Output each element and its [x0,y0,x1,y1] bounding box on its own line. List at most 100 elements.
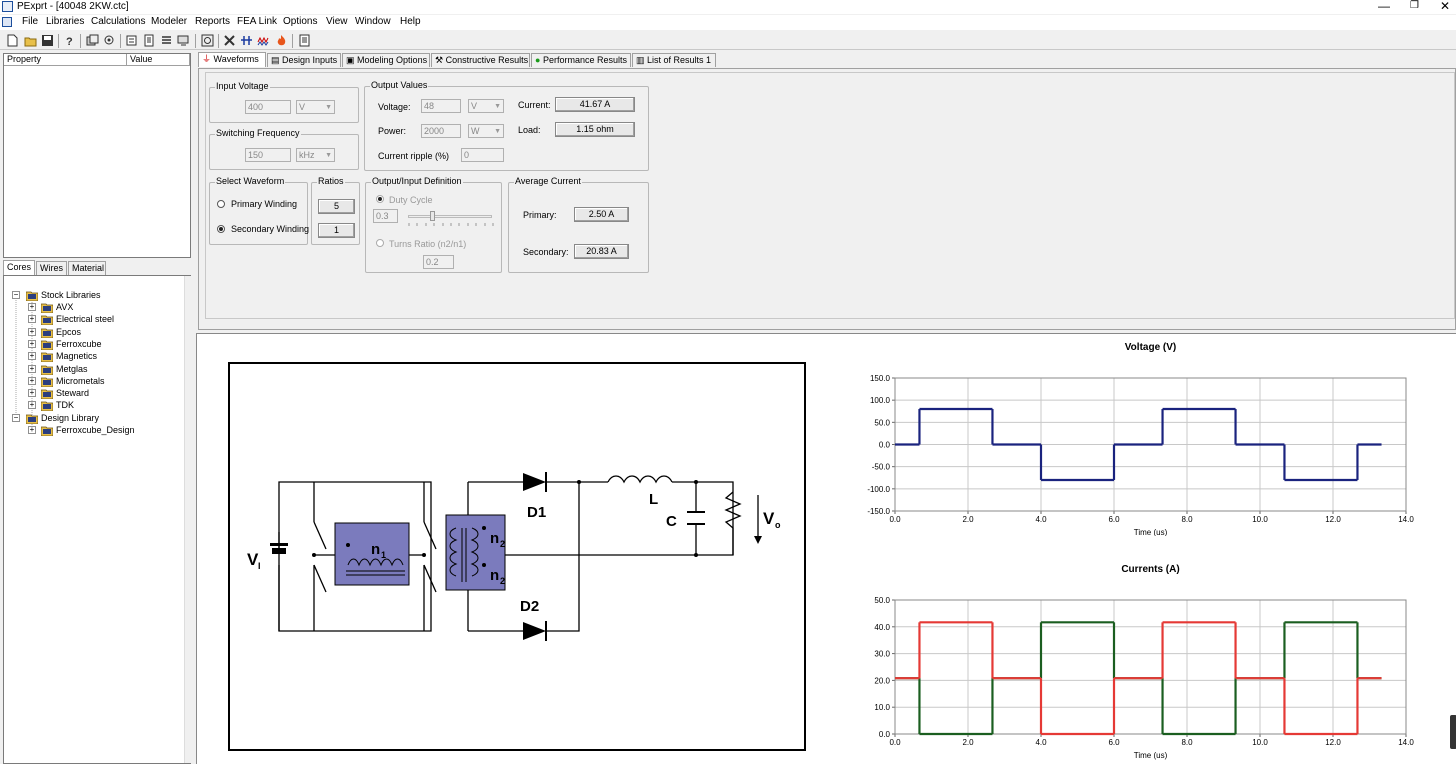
menu-libraries[interactable]: Libraries [46,16,85,27]
new-file-icon[interactable] [6,34,19,47]
tree-node-design-item[interactable]: Ferroxcube_Design [56,425,135,435]
modeler-icon[interactable] [201,34,214,47]
waveform-blue-icon[interactable] [240,34,253,47]
primary-current-value[interactable]: 2.50 A [574,207,629,222]
monitor-icon[interactable] [177,34,190,47]
tab-design-inputs[interactable]: ▤ Design Inputs [267,53,341,67]
tree-expander[interactable]: + [28,338,36,348]
tree-expander[interactable]: + [28,314,36,324]
menu-view[interactable]: View [326,16,348,27]
tools-icon[interactable] [223,34,236,47]
secondary-winding-label[interactable]: Secondary Winding [231,224,310,234]
tab-modeling-options[interactable]: ▣ Modeling Options [342,53,430,67]
primary-winding-radio[interactable] [217,200,225,208]
switching-frequency-unit-select[interactable]: kHz▼ [296,148,335,162]
output-voltage-field[interactable]: 48 [421,99,461,113]
tab-wires[interactable]: Wires [36,261,67,275]
tree-node-ferroxcube[interactable]: Ferroxcube [56,338,102,349]
tab-constructive-results[interactable]: ⚒ Constructive Results [431,53,530,67]
primary-winding-label[interactable]: Primary Winding [231,199,298,209]
tree-node-avx[interactable]: AVX [56,302,74,312]
tree-node-metglas[interactable]: Metglas [56,363,88,374]
tree-node-tdk[interactable]: TDK [56,400,74,411]
tree-node-electrical-steel[interactable]: Electrical steel [56,314,115,325]
secondary-winding-radio[interactable] [217,225,225,233]
help-icon[interactable]: ? [63,34,76,47]
menu-window[interactable]: Window [355,16,391,27]
current-value-button[interactable]: 41.67 A [555,97,635,112]
document-icon[interactable] [298,34,311,47]
output-input-definition-group: Output/Input Definition Duty Cycle 0.3 T… [365,176,502,273]
current-ripple-field[interactable]: 0 [461,148,504,162]
load-value-button[interactable]: 1.15 ohm [555,122,635,137]
tree-expander[interactable]: + [28,351,36,361]
calculate-icon[interactable] [126,34,139,47]
tab-cores[interactable]: Cores [3,260,35,275]
menu-modeler[interactable]: Modeler [151,16,188,27]
input-voltage-field[interactable]: 400 [245,100,291,114]
fire-icon[interactable] [275,34,288,47]
open-folder-icon[interactable] [24,34,37,47]
waveform-red-icon[interactable] [257,34,270,47]
menu-file[interactable]: File [22,16,39,27]
tree-node-design-library[interactable]: Design Library [41,413,100,423]
menu-options[interactable]: Options [283,16,318,27]
tab-material[interactable]: Material [68,261,106,275]
duty-cycle-radio[interactable] [376,195,384,203]
input-voltage-unit-select[interactable]: V▼ [296,100,335,114]
tab-performance-results[interactable]: ● Performance Results [531,53,631,67]
secondary-current-value[interactable]: 20.83 A [574,244,629,259]
scroll-handle[interactable] [1450,715,1456,749]
folder-icon [26,291,38,301]
menu-fea-link[interactable]: FEA Link [237,16,278,27]
tree-expander[interactable]: + [28,388,36,398]
save-icon[interactable] [41,34,54,47]
design-library-expander[interactable]: − [12,413,20,422]
close-icon[interactable]: ✕ [1440,0,1451,13]
tree-expander[interactable]: + [28,326,36,336]
tree-node-stock-libraries[interactable]: Stock Libraries [41,290,101,300]
secondary-ratio-button[interactable]: 1 [318,223,355,238]
tab-waveforms[interactable]: ⏚ Waveforms [198,52,266,67]
library-tree[interactable]: − Stock Libraries + AVX + Electrical steel + Ep… [3,275,191,764]
tab-design-inputs-label: Design Inputs [282,55,338,65]
output-power-field[interactable]: 2000 [421,124,461,138]
output-power-unit-select[interactable]: W▼ [468,124,504,138]
stock-libraries-expander[interactable]: − [12,290,20,299]
value-column-header[interactable]: Value [127,54,190,66]
duty-cycle-slider-track[interactable] [408,215,492,218]
tree-expander[interactable]: + [28,302,36,311]
tree-node-steward[interactable]: Steward [56,388,90,399]
winding-icon[interactable] [103,34,116,47]
turns-ratio-label[interactable]: Turns Ratio (n2/n1) [389,239,467,249]
tree-expander[interactable]: + [28,363,36,373]
turns-ratio-radio[interactable] [376,239,384,247]
tree-node-micrometals[interactable]: Micrometals [56,375,105,386]
duty-cycle-field[interactable]: 0.3 [373,209,398,223]
report-icon[interactable] [143,34,156,47]
primary-ratio-button[interactable]: 5 [318,199,355,214]
x-tick-label: 6.0 [1108,515,1120,524]
menu-help[interactable]: Help [400,16,421,27]
tree-expander[interactable]: + [28,375,36,385]
list-icon[interactable] [160,34,173,47]
tab-list-of-results-1[interactable]: ▥ List of Results 1 [632,53,716,67]
menu-calculations[interactable]: Calculations [91,16,146,27]
doc-icon[interactable] [2,17,12,27]
tree-scrollbar[interactable] [184,276,191,763]
duty-cycle-slider-thumb[interactable] [430,211,436,221]
property-column-header[interactable]: Property [4,54,127,66]
output-voltage-unit-select[interactable]: V▼ [468,99,504,113]
restore-icon[interactable]: ❐ [1410,0,1419,11]
tree-expander[interactable]: + [28,400,36,410]
switching-frequency-field[interactable]: 150 [245,148,291,162]
menu-reports[interactable]: Reports [195,16,231,27]
tree-node-magnetics[interactable]: Magnetics [56,351,98,362]
turns-ratio-field[interactable]: 0.2 [423,255,454,269]
tree-expander[interactable]: + [28,425,36,434]
minimize-icon[interactable]: — [1378,0,1390,13]
duty-cycle-label[interactable]: Duty Cycle [389,195,433,205]
property-grid[interactable]: Property Value [3,53,191,258]
tree-node-epcos[interactable]: Epcos [56,326,82,337]
core-library-icon[interactable] [86,34,99,47]
